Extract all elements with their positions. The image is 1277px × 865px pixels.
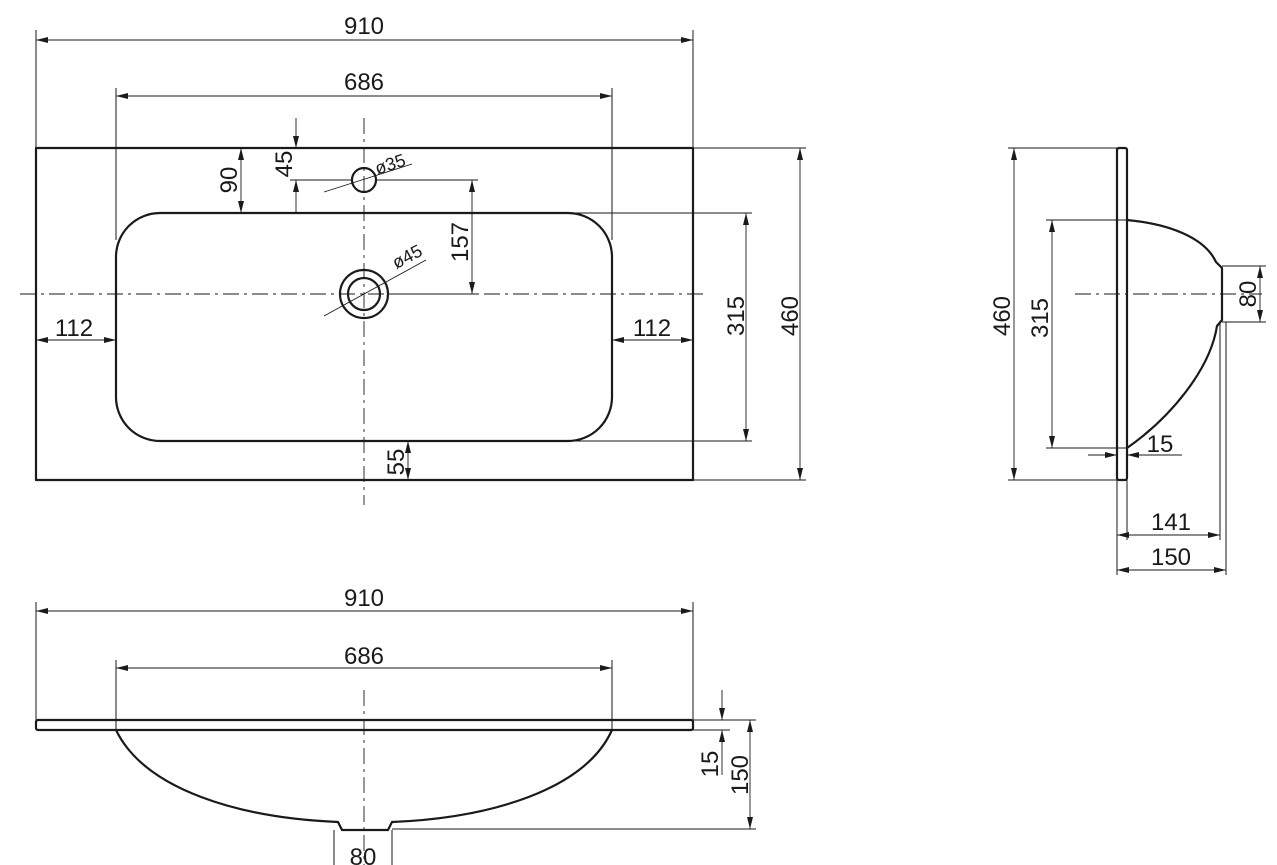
side-bowl (1126, 218, 1224, 449)
side-dim-total-height: 150 (1151, 544, 1191, 571)
side-dim-drain-height: 80 (1235, 281, 1262, 308)
side-view: 460 315 80 15 141 150 (989, 146, 1266, 575)
side-dim-slab-thickness: 15 (1147, 431, 1174, 458)
dim-overall-depth: 460 (777, 296, 804, 336)
front-dim-overall-width: 910 (344, 585, 384, 612)
basin-outline (114, 211, 614, 443)
front-dim-total-height: 150 (727, 755, 754, 795)
side-slab (1115, 146, 1129, 482)
dim-side-margin-left: 112 (55, 315, 93, 342)
front-dim-drain-width: 80 (350, 844, 377, 865)
front-dim-slab-thickness: 15 (697, 751, 724, 778)
drain-inner (346, 276, 382, 312)
dim-tap-to-drain: 157 (447, 222, 474, 262)
front-bowl (115, 729, 614, 832)
side-dim-basin-depth: 315 (1027, 298, 1054, 338)
dim-overall-width: 910 (344, 13, 384, 40)
top-view: 910 686 45 90 ø35 ø45 157 112 112 (20, 13, 806, 505)
side-dim-bowl-depth: 141 (1151, 509, 1191, 536)
countertop-outline (34, 146, 695, 482)
dim-basin-width: 686 (344, 69, 384, 96)
dim-tap-to-basin: 90 (216, 167, 243, 194)
dim-drain-diameter: ø45 (389, 241, 426, 273)
dim-side-margin-right: 112 (633, 315, 671, 342)
front-slab (34, 718, 695, 732)
dim-tap-offset: 45 (271, 151, 298, 178)
dim-basin-depth: 315 (723, 296, 750, 336)
front-view: 910 686 15 150 80 (34, 585, 756, 865)
side-dim-overall-depth: 460 (989, 296, 1016, 336)
dim-tap-hole-diameter: ø35 (372, 150, 408, 179)
dim-front-margin: 55 (383, 449, 410, 476)
front-dim-basin-width: 686 (344, 643, 384, 670)
